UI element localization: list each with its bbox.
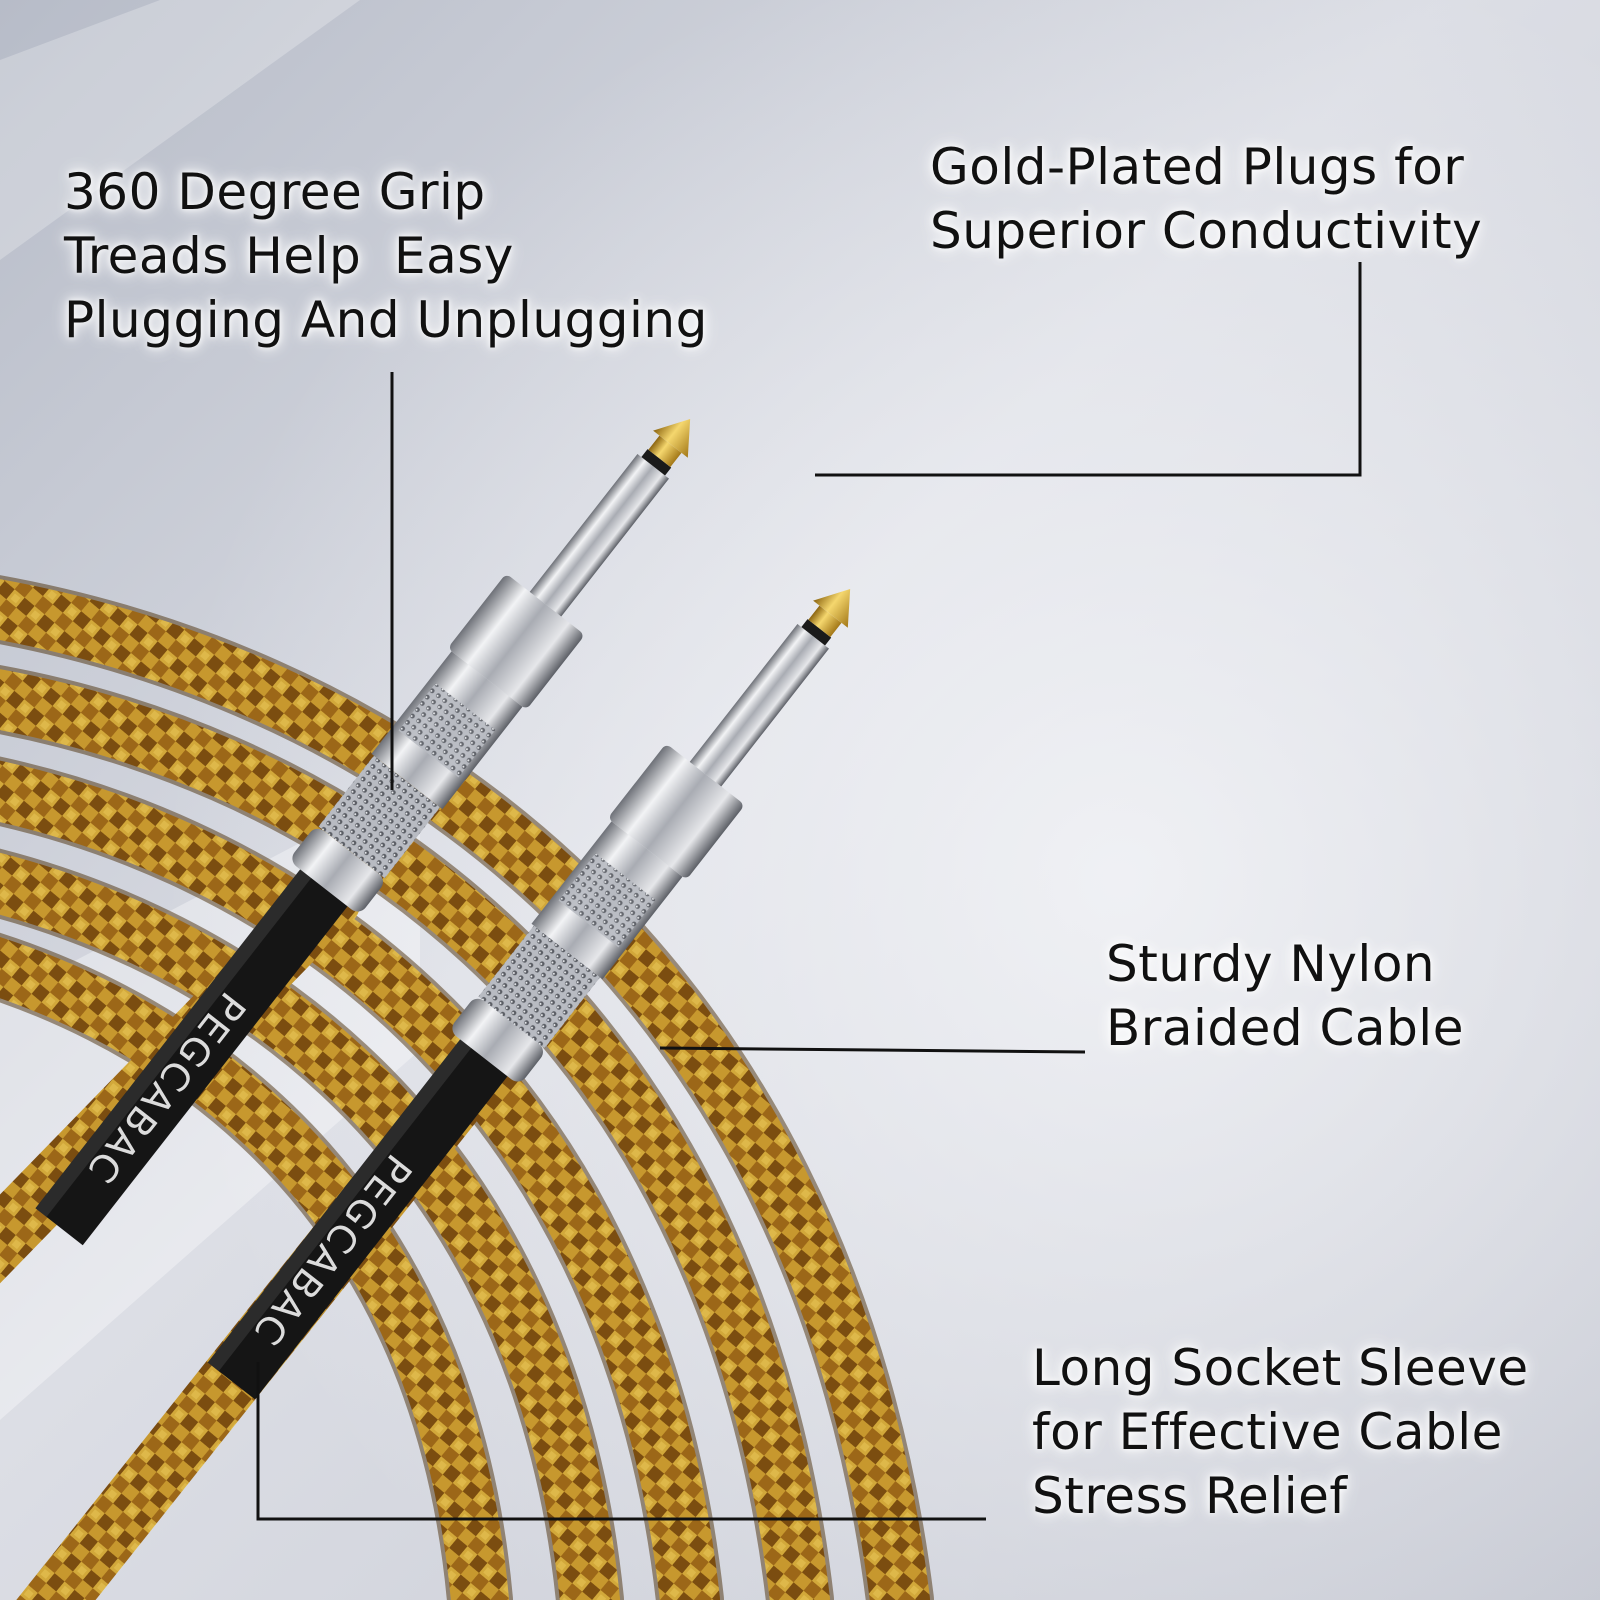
callout-sleeve-line-2: for Effective Cable — [1032, 1403, 1503, 1461]
leader-line-sleeve — [256, 1362, 986, 1521]
callout-grip-line-1: 360 Degree Grip — [64, 163, 486, 221]
leader-line-nylon — [659, 1046, 1086, 1054]
callout-grip-treads: 360 Degree Grip Treads Help Easy Pluggin… — [64, 160, 708, 352]
plug-1-shaft — [529, 453, 669, 617]
plug-2-shaft — [689, 623, 829, 787]
coiled-cable — [0, 575, 934, 1600]
callout-gold-plated-plugs: Gold-Plated Plugs for Superior Conductiv… — [930, 135, 1482, 263]
callout-sleeve-line-3: Stress Relief — [1032, 1467, 1348, 1525]
plug-1-grip-knurl — [318, 755, 441, 879]
plug-1-gold-tip — [653, 419, 691, 458]
callout-socket-sleeve: Long Socket Sleeve for Effective Cable S… — [1032, 1336, 1529, 1528]
plug-1-black-sleeve — [35, 861, 354, 1246]
callout-grip-line-3: Plugging And Unplugging — [64, 291, 708, 349]
plug-2-gold-tip — [813, 589, 851, 628]
background-light-streak-top — [0, 0, 360, 260]
callout-gold-line-2: Superior Conductivity — [930, 202, 1483, 260]
callout-sleeve-line-1: Long Socket Sleeve — [1032, 1339, 1529, 1397]
plug-2-grip-knurl — [478, 925, 601, 1049]
callout-gold-line-1: Gold-Plated Plugs for — [930, 138, 1465, 196]
callout-nylon-braided-cable: Sturdy Nylon Braided Cable — [1106, 932, 1464, 1060]
plug-2-black-sleeve — [207, 1031, 514, 1400]
leader-line-gold — [815, 262, 1362, 477]
callout-grip-line-2: Treads Help Easy — [64, 227, 514, 285]
callout-nylon-line-2: Braided Cable — [1106, 999, 1464, 1057]
callout-nylon-line-1: Sturdy Nylon — [1106, 935, 1436, 993]
